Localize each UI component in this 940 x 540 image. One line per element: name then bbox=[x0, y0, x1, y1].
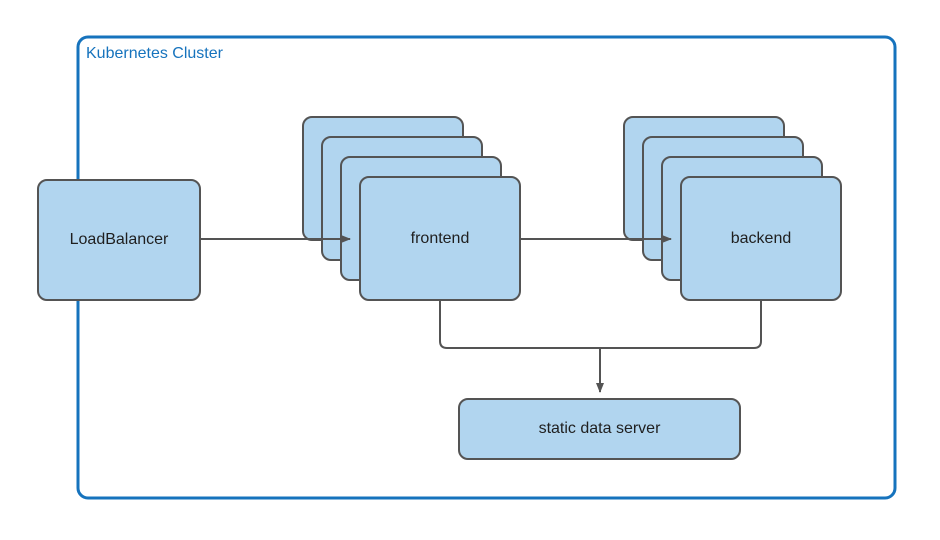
static-data-server-node[interactable] bbox=[458, 398, 741, 460]
edge-frontend-to-static-data-server bbox=[439, 300, 600, 349]
loadbalancer-node[interactable] bbox=[37, 179, 201, 301]
frontend-node[interactable] bbox=[359, 176, 521, 301]
cluster-label: Kubernetes Cluster bbox=[86, 45, 227, 63]
edge-backend-to-static-data-server bbox=[600, 300, 762, 349]
backend-node[interactable] bbox=[680, 176, 842, 301]
